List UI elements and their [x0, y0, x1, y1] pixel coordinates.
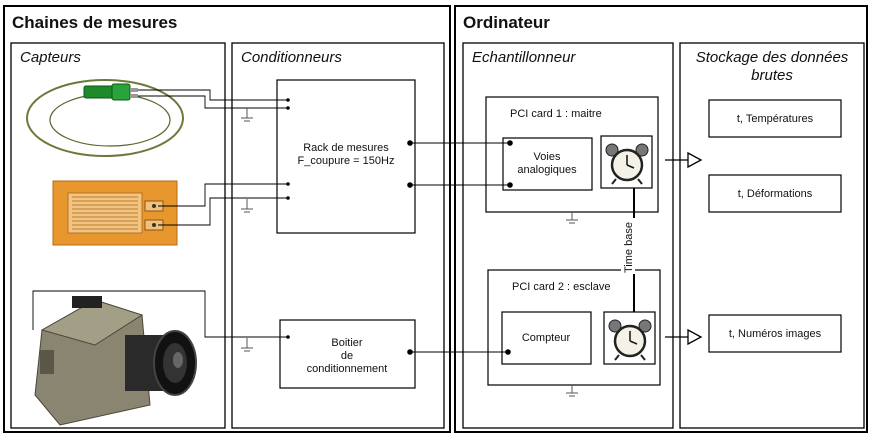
boitier-conditionnement-box [279, 319, 416, 389]
panel-chaines-de-mesures [3, 5, 451, 433]
column-title-echantillonneur: Echantillonneur [472, 49, 576, 66]
alarm-clock-icon [603, 311, 656, 365]
strain-gauge-wires [158, 183, 288, 226]
column-title-conditionneurs: Conditionneurs [241, 49, 342, 66]
voies-label-1: Voies [534, 151, 561, 163]
column-conditionneurs [231, 42, 445, 429]
rack-de-mesures-box [276, 79, 416, 234]
boitier-label-3: conditionnement [307, 363, 388, 375]
ground-symbol-icon [241, 199, 253, 213]
output-temperatures: t, Températures [737, 113, 814, 125]
column-title-capteurs: Capteurs [20, 49, 81, 66]
column-title-stockage-1: Stockage des données [696, 49, 849, 66]
pci-card-2-label: PCI card 2 : esclave [512, 281, 610, 293]
compteur-label: Compteur [522, 332, 571, 344]
boitier-label-2: de [341, 350, 353, 362]
voies-analogiques-box [502, 137, 593, 191]
rack-to-voies-links [410, 142, 510, 186]
high-speed-camera [34, 296, 197, 426]
wire-terminals [286, 98, 290, 339]
rack-label-2: F_coupure = 150Hz [298, 155, 395, 167]
ground-symbol-icon [566, 385, 578, 397]
output-deformations: t, Déformations [738, 188, 813, 200]
arrow-to-storage [665, 151, 703, 169]
output-images: t, Numéros images [729, 328, 822, 340]
voies-label-2: analogiques [517, 164, 577, 176]
boitier-label-1: Boitier [331, 337, 363, 349]
alarm-clock-icon [600, 135, 653, 189]
panel-ordinateur [454, 5, 868, 433]
ground-symbol-icon [241, 338, 253, 352]
strain-gauge [52, 180, 178, 246]
column-echantillonneur [462, 42, 674, 429]
panel-title-ordinateur: Ordinateur [463, 13, 550, 32]
rack-label-1: Rack de mesures [303, 142, 389, 154]
ground-symbol-icon [241, 108, 253, 122]
arrow-to-storage [665, 328, 703, 346]
output-temperatures-box [708, 99, 842, 138]
column-stockage [679, 42, 865, 429]
camera-wire [32, 290, 288, 338]
pci-card-1-label: PCI card 1 : maitre [510, 108, 602, 120]
output-images-box [708, 314, 842, 353]
ground-symbol-icon [566, 212, 578, 224]
thermocouple-sensor [26, 79, 184, 157]
column-capteurs [10, 42, 226, 429]
compteur-box [501, 311, 592, 365]
column-title-stockage-2: brutes [751, 67, 793, 84]
output-deformations-box [708, 174, 842, 213]
panel-title-chaines: Chaines de mesures [12, 13, 177, 32]
time-base-label: Time base [623, 222, 635, 273]
